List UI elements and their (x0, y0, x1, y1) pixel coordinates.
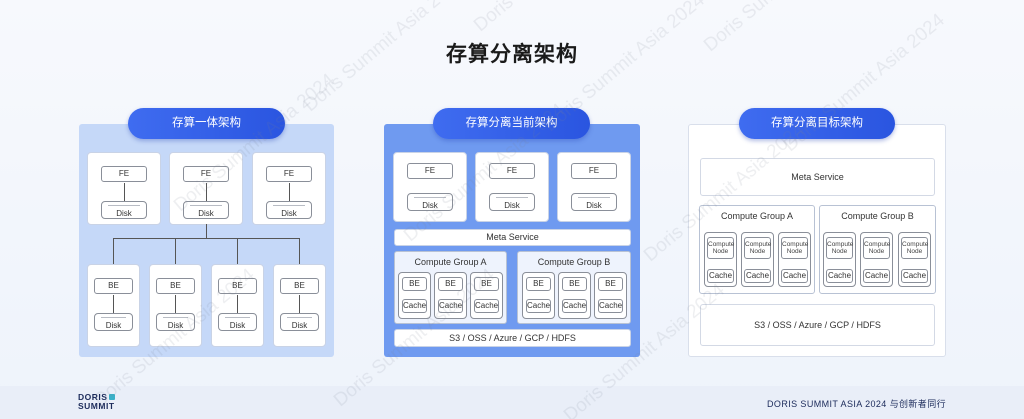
be-label-box: BE (94, 278, 133, 294)
cache-box: Cache (707, 269, 734, 283)
storage-bar-target: S3 / OSS / Azure / GCP / HDFS (700, 304, 935, 346)
be-disk-link (237, 295, 238, 313)
connector-vertical (206, 224, 207, 238)
compute-node-label: Compute Node (744, 237, 771, 259)
cache-box: Cache (402, 299, 427, 313)
compute-node-label: Compute Node (901, 237, 928, 259)
fe-label-box: FE (407, 163, 453, 179)
watermark-text: Doris Summit Asia 2024 (470, 0, 639, 37)
disk-icon: Disk (489, 193, 535, 211)
cache-box: Cache (744, 269, 771, 283)
connector-be3 (237, 238, 238, 264)
disk-icon: Disk (280, 313, 319, 331)
summit-logo: DORIS SUMMIT (78, 392, 116, 411)
cache-box: Cache (562, 299, 587, 313)
be-label-box: BE (156, 278, 195, 294)
panel-target-title: 存算分离目标架构 (739, 108, 895, 139)
panel-current-title: 存算分离当前架构 (433, 108, 590, 139)
be-label-box: BE (474, 277, 499, 291)
cache-box: Cache (863, 269, 890, 283)
be-disk-link (113, 295, 114, 313)
fe-disk-link (124, 183, 125, 201)
fe-label-box: FE (183, 166, 229, 182)
fe-label-box: FE (266, 166, 312, 182)
be-label-box: BE (402, 277, 427, 291)
page-title: 存算分离架构 (446, 43, 578, 66)
connector-be2 (175, 238, 176, 264)
disk-icon: Disk (571, 193, 617, 211)
cache-box: Cache (526, 299, 551, 313)
disk-icon: Disk (218, 313, 257, 331)
connector-horizontal (113, 238, 300, 239)
be-label-box: BE (526, 277, 551, 291)
be-disk-link (175, 295, 176, 313)
disk-icon: Disk (94, 313, 133, 331)
meta-service-bar: Meta Service (394, 229, 631, 246)
compute-node-label: Compute Node (826, 237, 853, 259)
cache-box: Cache (598, 299, 623, 313)
cache-box: Cache (826, 269, 853, 283)
footer-slogan: DORIS SUMMIT ASIA 2024 与创新者同行 (767, 399, 946, 409)
be-label-box: BE (280, 278, 319, 294)
connector-be4 (299, 238, 300, 264)
logo-line1: DORIS (78, 392, 108, 402)
storage-bar-current: S3 / OSS / Azure / GCP / HDFS (394, 329, 631, 347)
footer-bar (0, 386, 1024, 419)
disk-icon: Disk (407, 193, 453, 211)
fe-disk-link (289, 183, 290, 201)
cache-box: Cache (901, 269, 928, 283)
compute-group-a-label: Compute Group A (414, 257, 487, 267)
cache-box: Cache (474, 299, 499, 313)
be-label-box: BE (438, 277, 463, 291)
compute-group-b-label: Compute Group B (537, 257, 611, 267)
meta-service-target: Meta Service (700, 158, 935, 196)
compute-node-label: Compute Node (863, 237, 890, 259)
fe-label-box: FE (571, 163, 617, 179)
cache-box: Cache (781, 269, 808, 283)
disk-icon: Disk (266, 201, 312, 219)
be-label-box: BE (562, 277, 587, 291)
compute-group-a-target-label: Compute Group A (720, 211, 794, 221)
compute-node-label: Compute Node (781, 237, 808, 259)
connector-be1 (113, 238, 114, 264)
panel-integrated-title: 存算一体架构 (128, 108, 285, 139)
compute-group-b-target-label: Compute Group B (841, 211, 914, 221)
logo-mark-icon (109, 394, 116, 400)
disk-icon: Disk (101, 201, 147, 219)
be-label-box: BE (218, 278, 257, 294)
disk-icon: Disk (156, 313, 195, 331)
be-label-box: BE (598, 277, 623, 291)
logo-line2: SUMMIT (78, 401, 115, 411)
fe-disk-link (206, 183, 207, 201)
fe-label-box: FE (101, 166, 147, 182)
disk-icon: Disk (183, 201, 229, 219)
cache-box: Cache (438, 299, 463, 313)
be-disk-link (299, 295, 300, 313)
fe-label-box: FE (489, 163, 535, 179)
compute-node-label: Compute Node (707, 237, 734, 259)
